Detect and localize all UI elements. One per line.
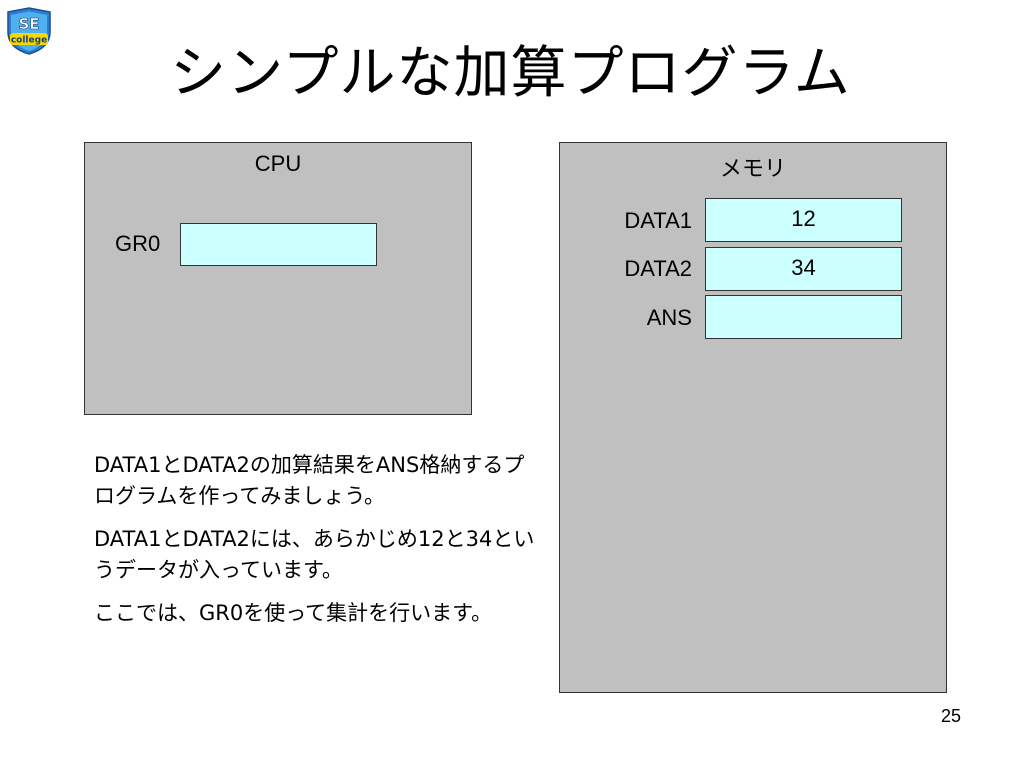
cpu-panel: CPU GR0 [84,142,472,415]
cpu-title: CPU [254,151,302,176]
memory-panel: メモリ DATA1 12 DATA2 34 ANS [559,142,947,693]
description: DATA1とDATA2の加算結果をANS格納するプログラムを作ってみましょう。 … [94,450,544,641]
page-number: 25 [940,706,961,726]
logo-bottom-text: college [11,36,47,46]
memory-label-ans: ANS [646,305,692,330]
description-paragraph: DATA1とDATA2の加算結果をANS格納するプログラムを作ってみましょう。 [94,453,525,508]
memory-cell-data1: 12 [705,198,902,242]
description-paragraph: DATA1とDATA2には、あらかじめ12と34というデータが入っています。 [94,527,535,582]
memory-cell-ans [705,295,902,339]
slide-title: シンプルな加算プログラム [170,41,851,106]
description-paragraph: ここでは、GR0を使って集計を行います。 [94,601,493,625]
register-label-gr0: GR0 [115,231,161,256]
memory-label-data1: DATA1 [624,208,692,233]
memory-label-data2: DATA2 [624,256,692,281]
register-cell-gr0 [180,223,377,266]
memory-cell-data2: 34 [705,247,902,291]
se-college-logo: SE college [7,7,51,55]
logo-top-text: SE [18,15,39,33]
memory-title: メモリ [719,156,786,181]
